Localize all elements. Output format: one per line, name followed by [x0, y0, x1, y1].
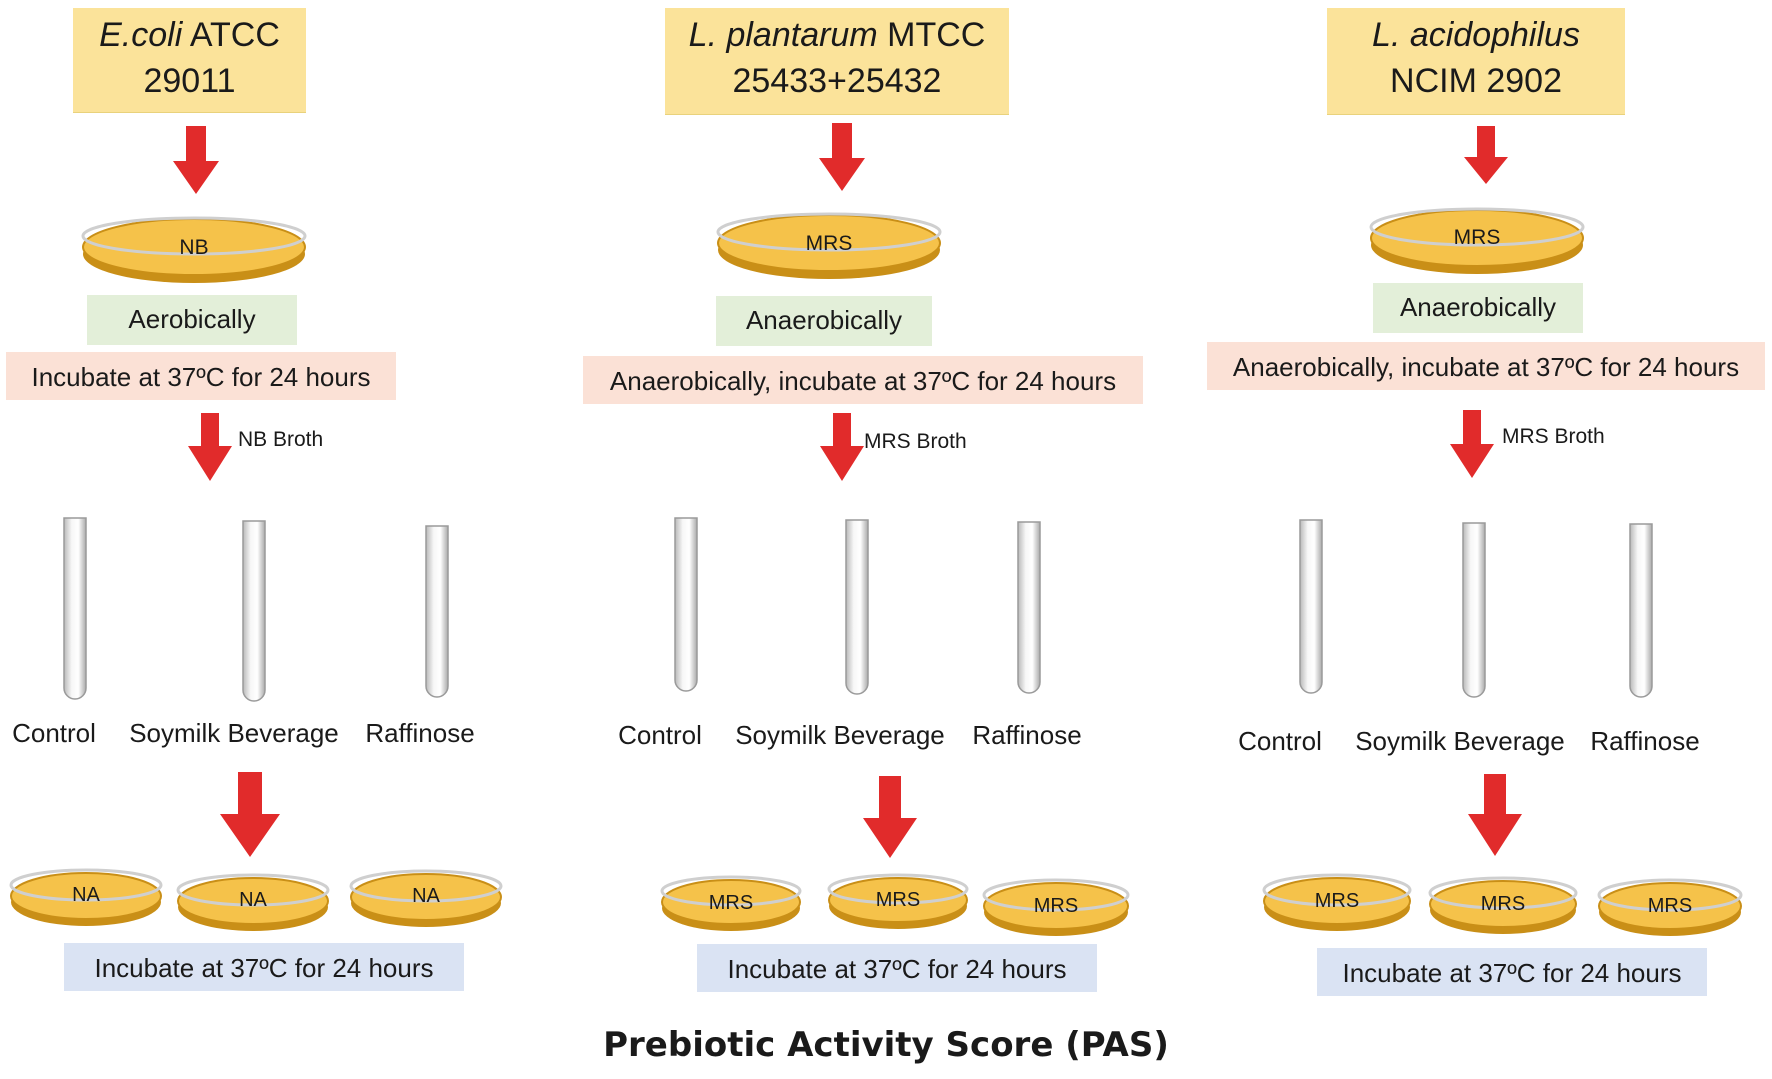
arrow-icon	[1450, 410, 1494, 478]
arrow-icon	[220, 772, 280, 857]
tube-label-control: Control	[618, 720, 702, 750]
tube-label-raffinose: Raffinose	[972, 720, 1082, 750]
dish-medium-label: MRS	[805, 232, 853, 255]
incubation-box: Anaerobically, incubate at 37ºC for 24 h…	[1207, 342, 1765, 390]
arrow-icon	[1464, 126, 1508, 184]
strain-number: 29011	[143, 62, 236, 100]
plate-label: MRS	[1314, 890, 1360, 912]
broth-label: NB Broth	[238, 428, 324, 451]
petri-dish-icon	[716, 212, 942, 279]
petri-dish-icon	[9, 868, 163, 926]
dish-medium-label: NB	[179, 236, 209, 259]
test-tube-icon	[1017, 521, 1041, 694]
arrow-icon	[188, 413, 232, 481]
tube-label-soymilk: Soymilk Beverage	[735, 720, 945, 750]
plate-label: MRS	[875, 889, 921, 911]
strain-code: ATCC	[189, 16, 280, 54]
strain-box-lplantarum: L. plantarum MTCC 25433+25432	[665, 8, 1009, 114]
broth-label: MRS Broth	[1502, 425, 1605, 448]
plate-label: NA	[72, 884, 100, 906]
petri-dish-icon	[1597, 878, 1743, 936]
petri-dish-icon	[1369, 207, 1585, 274]
plate-label: MRS	[1033, 895, 1079, 917]
condition-box: Aerobically	[87, 295, 297, 345]
plate-label: NA	[239, 889, 267, 911]
tube-label-soymilk: Soymilk Beverage	[129, 718, 339, 748]
tube-label-raffinose: Raffinose	[1590, 726, 1700, 756]
arrow-icon	[820, 413, 864, 481]
broth-label: MRS Broth	[864, 430, 967, 453]
test-tube-icon	[63, 517, 87, 700]
petri-dish-icon	[349, 869, 503, 927]
test-tube-icon	[674, 517, 698, 692]
arrow-icon	[1468, 774, 1522, 856]
final-incubation-box: Incubate at 37ºC for 24 hours	[64, 943, 464, 991]
diagram-title: Prebiotic Activity Score (PAS)	[603, 1025, 1169, 1065]
petri-dish-icon	[1262, 873, 1412, 931]
arrow-icon	[863, 776, 917, 858]
arrow-icon	[819, 123, 865, 191]
petri-dish-icon	[176, 873, 330, 931]
strain-name: L. acidophilus	[1372, 16, 1580, 54]
petri-dish-icon	[827, 873, 969, 929]
tube-label-control: Control	[1238, 726, 1322, 756]
strain-number: 25433+25432	[732, 62, 942, 100]
plate-label: MRS	[1647, 895, 1693, 917]
final-incubation-box: Incubate at 37ºC for 24 hours	[1317, 948, 1707, 996]
petri-dish-icon	[1428, 876, 1578, 934]
plate-label: MRS	[708, 892, 754, 914]
plate-label: NA	[412, 885, 440, 907]
tube-label-raffinose: Raffinose	[365, 718, 475, 748]
strain-box-lacidophilus: L. acidophilus NCIM 2902	[1327, 8, 1625, 114]
tube-label-control: Control	[12, 718, 96, 748]
test-tube-icon	[1629, 523, 1653, 698]
arrow-icon	[173, 126, 219, 194]
tube-label-soymilk: Soymilk Beverage	[1355, 726, 1565, 756]
strain-name: E.coli	[99, 16, 183, 54]
strain-number: NCIM 2902	[1390, 62, 1562, 100]
strain-code: MTCC	[887, 16, 986, 54]
petri-dish-icon	[660, 875, 802, 931]
test-tube-icon	[845, 519, 869, 695]
plate-label: MRS	[1480, 893, 1526, 915]
condition-box: Anaerobically	[716, 296, 932, 346]
dish-medium-label: MRS	[1453, 226, 1501, 249]
incubation-box: Anaerobically, incubate at 37ºC for 24 h…	[583, 356, 1143, 404]
incubation-box: Incubate at 37ºC for 24 hours	[6, 352, 396, 400]
test-tube-icon	[242, 520, 266, 702]
condition-box: Anaerobically	[1373, 283, 1583, 333]
petri-dish-icon	[982, 878, 1130, 936]
petri-dish-icon	[81, 216, 307, 283]
test-tube-icon	[1299, 519, 1323, 694]
final-incubation-box: Incubate at 37ºC for 24 hours	[697, 944, 1097, 992]
strain-name: L. plantarum	[688, 16, 878, 54]
test-tube-icon	[425, 525, 449, 698]
strain-box-ecoli: E.coli ATCC 29011	[73, 8, 306, 112]
test-tube-icon	[1462, 522, 1486, 698]
